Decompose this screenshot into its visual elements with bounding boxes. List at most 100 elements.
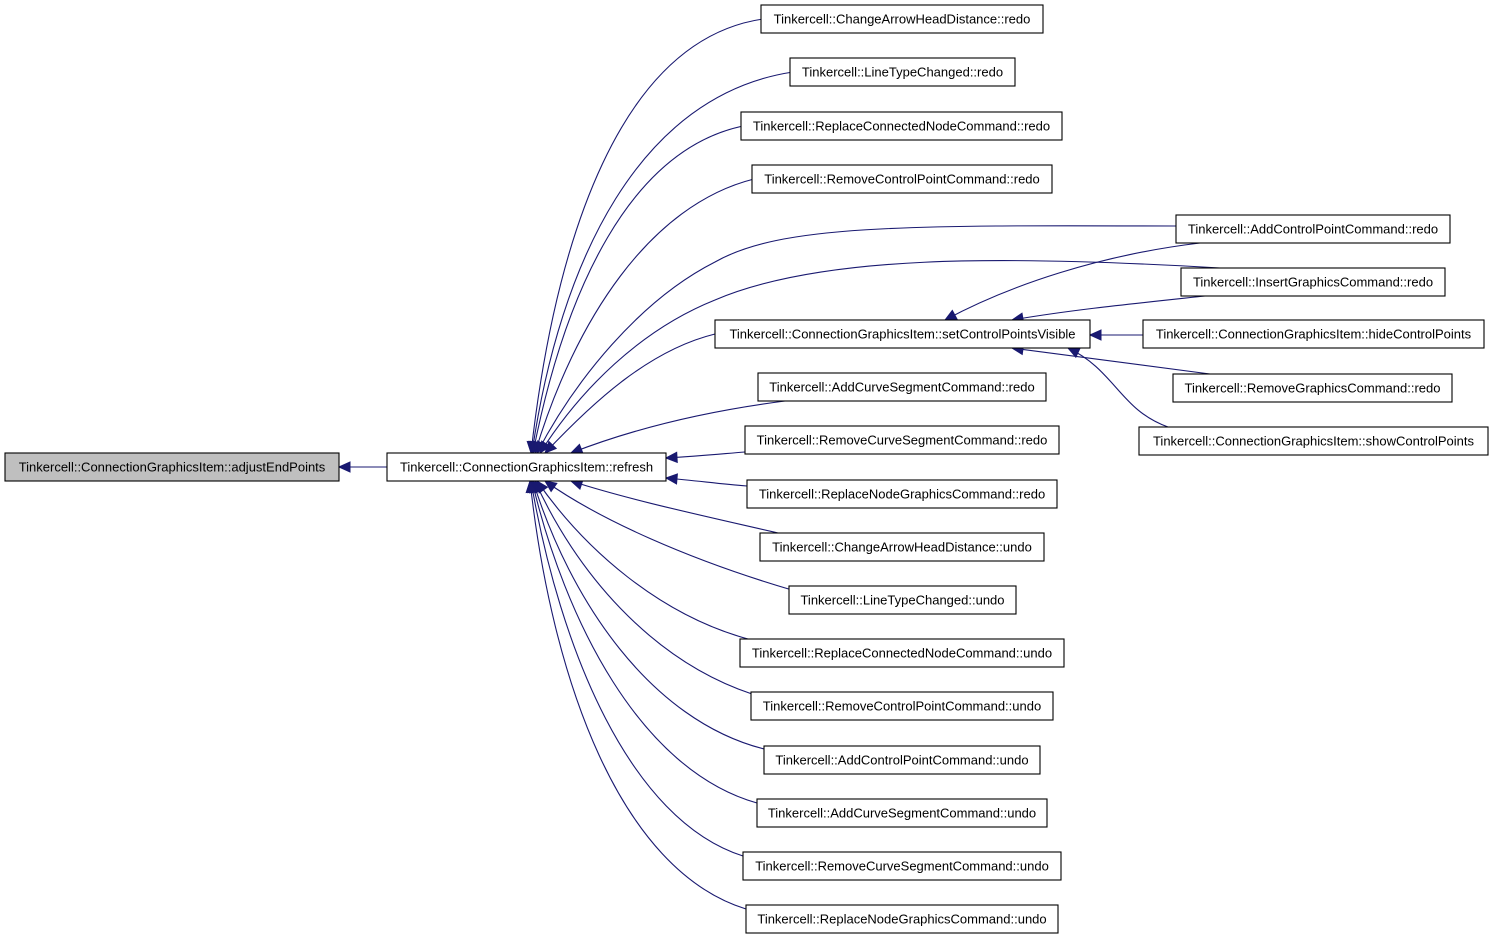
node-showcp[interactable]: Tinkercell::ConnectionGraphicsItem::show… xyxy=(1138,426,1489,456)
node-label: Tinkercell::ConnectionGraphicsItem::setC… xyxy=(729,327,1075,342)
edge-cahd_redo-to-refresh xyxy=(530,18,764,454)
node-label: Tinkercell::ConnectionGraphicsItem::hide… xyxy=(1156,327,1472,342)
node-label: Tinkercell::ConnectionGraphicsItem::adju… xyxy=(19,460,326,475)
node-label: Tinkercell::AddControlPointCommand::undo xyxy=(775,753,1028,768)
node-label: Tinkercell::ReplaceNodeGraphicsCommand::… xyxy=(759,487,1045,502)
edge-rngc_redo-to-refresh xyxy=(665,477,748,487)
node-rcpc_redo[interactable]: Tinkercell::RemoveControlPointCommand::r… xyxy=(751,164,1053,194)
node-box xyxy=(789,57,1016,87)
node-rngc_undo[interactable]: Tinkercell::ReplaceNodeGraphicsCommand::… xyxy=(745,904,1059,934)
edge-igc_redo-to-refresh xyxy=(539,259,1221,454)
node-rgc_redo[interactable]: Tinkercell::RemoveGraphicsCommand::redo xyxy=(1172,373,1453,403)
node-box xyxy=(1142,319,1485,349)
arrowhead-igc_redo-to-refresh xyxy=(539,440,552,455)
node-acpc_undo[interactable]: Tinkercell::AddControlPointCommand::undo xyxy=(763,745,1041,775)
node-box xyxy=(746,479,1058,509)
node-rcpc_undo[interactable]: Tinkercell::RemoveControlPointCommand::u… xyxy=(750,691,1054,721)
node-rngc_redo[interactable]: Tinkercell::ReplaceNodeGraphicsCommand::… xyxy=(746,479,1058,509)
node-box xyxy=(744,425,1060,455)
node-box xyxy=(739,638,1065,668)
edge-ltc_undo-to-refresh xyxy=(544,480,793,591)
edge-rcsc_undo-to-refresh xyxy=(530,480,744,857)
edge-acpc_redo-to-setcpv xyxy=(944,242,1201,321)
edge-setcpv-to-refresh xyxy=(544,333,716,454)
node-label: Tinkercell::AddControlPointCommand::redo xyxy=(1188,222,1438,237)
edge-rngc_undo-to-refresh xyxy=(529,480,747,910)
arrowhead-setcpv-to-refresh xyxy=(544,440,558,454)
arrowhead-refresh-to-adjust xyxy=(337,461,351,473)
node-rcnc_undo[interactable]: Tinkercell::ReplaceConnectedNodeCommand:… xyxy=(739,638,1065,668)
arrowhead-acpc_redo-to-setcpv xyxy=(943,309,958,321)
node-acsc_undo[interactable]: Tinkercell::AddCurveSegmentCommand::undo xyxy=(756,798,1048,828)
node-box xyxy=(740,111,1063,141)
node-label: Tinkercell::ChangeArrowHeadDistance::und… xyxy=(772,540,1032,555)
node-ltc_redo[interactable]: Tinkercell::LineTypeChanged::redo xyxy=(789,57,1016,87)
node-cahd_undo[interactable]: Tinkercell::ChangeArrowHeadDistance::und… xyxy=(759,532,1045,562)
node-box xyxy=(1180,267,1446,297)
node-box xyxy=(751,164,1053,194)
node-rcnc_redo[interactable]: Tinkercell::ReplaceConnectedNodeCommand:… xyxy=(740,111,1063,141)
node-ltc_undo[interactable]: Tinkercell::LineTypeChanged::undo xyxy=(788,585,1017,615)
node-box xyxy=(4,452,340,482)
node-label: Tinkercell::ReplaceConnectedNodeCommand:… xyxy=(752,646,1052,661)
node-box xyxy=(788,585,1017,615)
node-refresh[interactable]: Tinkercell::ConnectionGraphicsItem::refr… xyxy=(386,452,667,482)
edge-showcp-to-setcpv xyxy=(1067,347,1169,428)
node-acsc_redo[interactable]: Tinkercell::AddCurveSegmentCommand::redo xyxy=(757,372,1047,402)
node-label: Tinkercell::RemoveControlPointCommand::u… xyxy=(763,699,1041,714)
edge-rgc_redo-to-setcpv xyxy=(1011,347,1211,375)
edge-cahd_undo-to-refresh xyxy=(570,480,779,534)
node-hidecp[interactable]: Tinkercell::ConnectionGraphicsItem::hide… xyxy=(1142,319,1485,349)
edges-layer xyxy=(337,18,1221,910)
node-label: Tinkercell::ReplaceConnectedNodeCommand:… xyxy=(753,119,1050,134)
node-box xyxy=(757,372,1047,402)
node-igc_redo[interactable]: Tinkercell::InsertGraphicsCommand::redo xyxy=(1180,267,1446,297)
node-box xyxy=(756,798,1048,828)
edge-ltc_redo-to-refresh xyxy=(531,71,794,454)
node-box xyxy=(760,4,1044,34)
node-box xyxy=(386,452,667,482)
arrowhead-rcsc_redo-to-refresh xyxy=(664,451,678,464)
node-label: Tinkercell::InsertGraphicsCommand::redo xyxy=(1193,275,1433,290)
arrowhead-rngc_redo-to-refresh xyxy=(664,473,678,485)
node-box xyxy=(1175,214,1451,244)
arrowhead-acsc_redo-to-refresh xyxy=(569,443,584,455)
edge-rcsc_redo-to-refresh xyxy=(665,451,746,459)
edge-rcnc_redo-to-refresh xyxy=(532,125,744,454)
node-box xyxy=(742,851,1062,881)
node-cahd_redo[interactable]: Tinkercell::ChangeArrowHeadDistance::red… xyxy=(760,4,1044,34)
arrowhead-rngc_undo-to-refresh xyxy=(525,479,538,494)
node-adjust[interactable]: Tinkercell::ConnectionGraphicsItem::adju… xyxy=(4,452,340,482)
nodes-layer: Tinkercell::ConnectionGraphicsItem::adju… xyxy=(4,4,1489,934)
node-label: Tinkercell::RemoveCurveSegmentCommand::r… xyxy=(757,433,1048,448)
node-label: Tinkercell::AddCurveSegmentCommand::redo xyxy=(769,380,1034,395)
node-box xyxy=(1138,426,1489,456)
node-label: Tinkercell::ConnectionGraphicsItem::show… xyxy=(1153,434,1475,449)
node-label: Tinkercell::ConnectionGraphicsItem::refr… xyxy=(400,460,653,475)
node-rcsc_redo[interactable]: Tinkercell::RemoveCurveSegmentCommand::r… xyxy=(744,425,1060,455)
edge-rcpc_redo-to-refresh xyxy=(534,178,755,454)
node-label: Tinkercell::RemoveControlPointCommand::r… xyxy=(764,172,1040,187)
node-label: Tinkercell::RemoveCurveSegmentCommand::u… xyxy=(755,859,1049,874)
node-box xyxy=(763,745,1041,775)
arrowhead-hidecp-to-setcpv xyxy=(1088,329,1102,341)
edge-acpc_undo-to-refresh xyxy=(532,480,765,750)
node-box xyxy=(714,319,1091,349)
node-acpc_redo[interactable]: Tinkercell::AddControlPointCommand::redo xyxy=(1175,214,1451,244)
node-label: Tinkercell::LineTypeChanged::redo xyxy=(802,65,1003,80)
edge-acsc_redo-to-refresh xyxy=(570,400,786,454)
node-label: Tinkercell::ReplaceNodeGraphicsCommand::… xyxy=(757,912,1046,927)
node-box xyxy=(745,904,1059,934)
edge-rcpc_undo-to-refresh xyxy=(534,480,753,695)
node-label: Tinkercell::AddCurveSegmentCommand::undo xyxy=(768,806,1036,821)
node-box xyxy=(759,532,1045,562)
edge-rcnc_undo-to-refresh xyxy=(536,480,749,640)
node-box xyxy=(750,691,1054,721)
node-label: Tinkercell::RemoveGraphicsCommand::redo xyxy=(1184,381,1440,396)
node-setcpv[interactable]: Tinkercell::ConnectionGraphicsItem::setC… xyxy=(714,319,1091,349)
node-box xyxy=(1172,373,1453,403)
edge-acpc_redo-to-refresh xyxy=(536,225,1177,454)
edge-acsc_undo-to-refresh xyxy=(531,480,758,804)
node-rcsc_undo[interactable]: Tinkercell::RemoveCurveSegmentCommand::u… xyxy=(742,851,1062,881)
